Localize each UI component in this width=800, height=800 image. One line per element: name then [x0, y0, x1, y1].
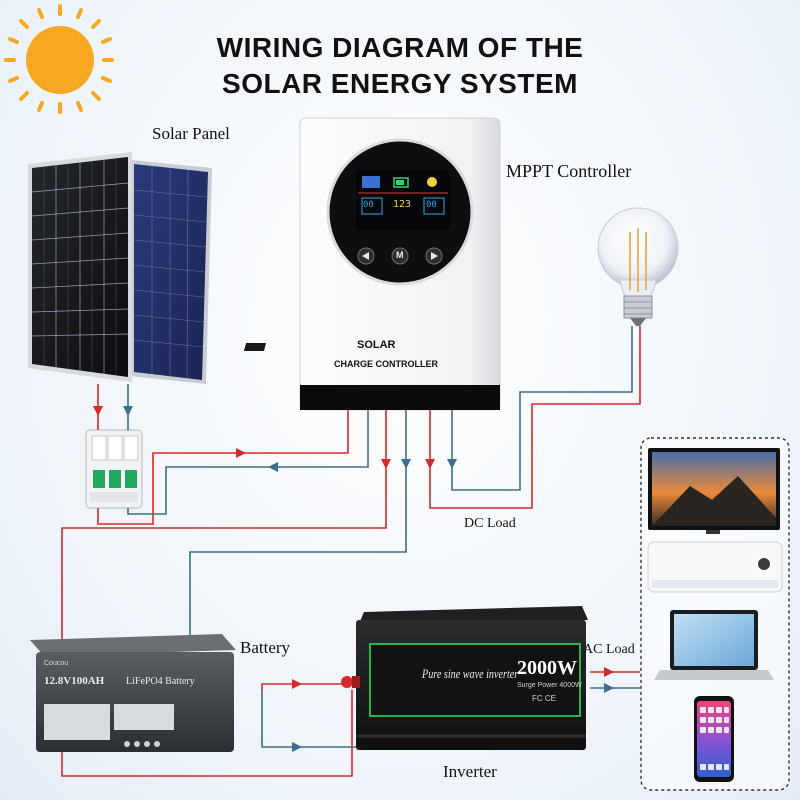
circuit-breaker-device [86, 430, 142, 508]
controller-mode-button[interactable]: M [396, 250, 404, 260]
air-conditioner-icon [648, 542, 782, 592]
wire-battery-negative [190, 410, 406, 636]
label-battery: Battery [240, 638, 290, 658]
label-solar-panel: Solar Panel [152, 124, 230, 144]
arrow-down-blue-icon [401, 459, 411, 469]
label-mppt-controller: MPPT Controller [506, 161, 631, 182]
wire-inverter-negative [262, 690, 356, 747]
wire-inverter-positive [262, 684, 344, 690]
arrow-down-red-icon [93, 406, 103, 416]
diagram-title: WIRING DIAGRAM OF THE SOLAR ENERGY SYSTE… [150, 30, 650, 102]
inverter-surge: Surge Power 4000W [517, 682, 582, 689]
arrow-right-red-icon [236, 448, 246, 458]
label-dc-load: DC Load [464, 516, 516, 532]
arrow-right-blue-icon [292, 742, 302, 752]
tv-icon [648, 448, 780, 534]
label-ac-load: AC Load [583, 642, 635, 658]
controller-display-right: 00 [426, 200, 437, 210]
controller-subtitle: CHARGE CONTROLLER [334, 359, 438, 369]
controller-display-left: 00 [363, 200, 374, 210]
title-line-2: SOLAR ENERGY SYSTEM [150, 66, 650, 102]
arrow-right-red-icon [604, 667, 614, 677]
inverter-power: 2000W [517, 657, 577, 680]
controller-brand: SOLAR [357, 339, 396, 351]
battery-model: 12.8V100AH [44, 675, 104, 687]
light-bulb-icon [598, 208, 678, 326]
arrow-right-red-icon [292, 679, 302, 689]
battery-brand: Coucou [44, 660, 68, 667]
wire-pv-negative [128, 410, 368, 514]
arrow-down-blue-icon [447, 459, 457, 469]
sun-icon [6, 6, 112, 112]
smartphone-icon [694, 696, 734, 782]
title-line-1: WIRING DIAGRAM OF THE [150, 30, 650, 66]
arrow-down-red-icon [425, 459, 435, 469]
battery-device [30, 634, 236, 752]
arrow-down-blue-icon [123, 406, 133, 416]
laptop-icon [654, 610, 774, 680]
battery-chemistry: LiFePO4 Battery [126, 676, 195, 687]
controller-display-mid: 123 [393, 199, 411, 210]
inverter-script: Pure sine wave inverter [422, 666, 518, 682]
inverter-marks: FC CE [532, 694, 556, 703]
solar-panel-icon [28, 152, 212, 384]
arrow-left-blue-icon [268, 462, 278, 472]
arrow-right-blue-icon [604, 683, 614, 693]
arrow-down-red-icon [381, 459, 391, 469]
label-inverter: Inverter [443, 762, 497, 782]
